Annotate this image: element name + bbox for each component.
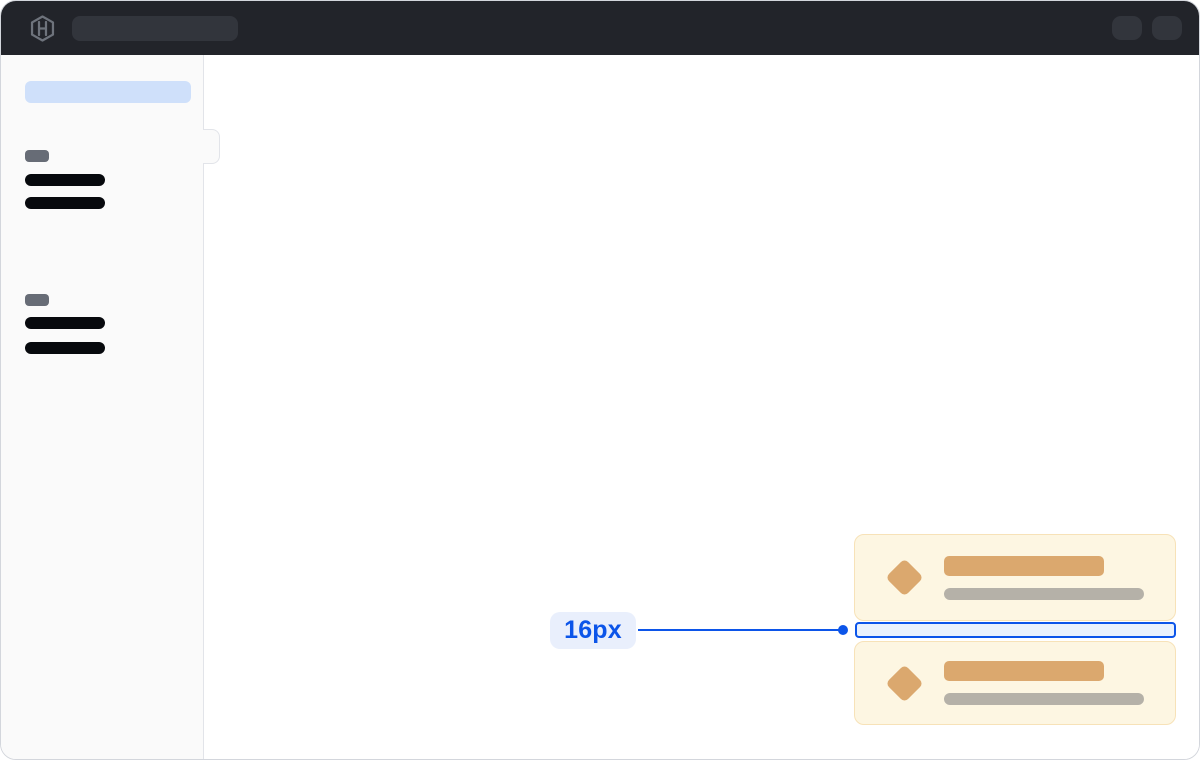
card-text-skeleton [944, 587, 1144, 600]
sidebar [1, 55, 204, 759]
measurement-line [638, 629, 843, 631]
sidebar-group-label-skeleton [25, 150, 49, 162]
card-text-block [944, 661, 1144, 705]
navbar-actions [1112, 16, 1182, 40]
measurement-dot [838, 625, 848, 635]
alert-card-skeleton [854, 641, 1176, 725]
content-area: 16px [1, 55, 1199, 759]
spacing-label: 16px [550, 612, 636, 649]
diamond-icon [885, 558, 924, 597]
card-text-block [944, 555, 1144, 600]
sidebar-nav-item-skeleton[interactable] [25, 197, 105, 209]
sidebar-nav-item-skeleton[interactable] [25, 342, 105, 354]
spacing-gap-highlight [855, 622, 1176, 638]
card-title-skeleton [944, 661, 1104, 681]
diamond-icon [885, 663, 924, 703]
sidebar-selected-item-skeleton[interactable] [25, 81, 191, 103]
sidebar-collapse-handle[interactable] [203, 129, 220, 164]
hashicorp-logo-icon [30, 14, 55, 42]
navbar-button-skeleton[interactable] [1152, 16, 1182, 40]
top-navbar [1, 1, 1199, 55]
navbar-button-skeleton[interactable] [1112, 16, 1142, 40]
alert-card-skeleton [854, 534, 1176, 621]
sidebar-nav-item-skeleton[interactable] [25, 317, 105, 329]
sidebar-nav-item-skeleton[interactable] [25, 174, 105, 186]
search-input-skeleton[interactable] [72, 15, 238, 41]
sidebar-group-label-skeleton [25, 294, 49, 306]
card-title-skeleton [944, 555, 1104, 576]
card-text-skeleton [944, 693, 1144, 705]
